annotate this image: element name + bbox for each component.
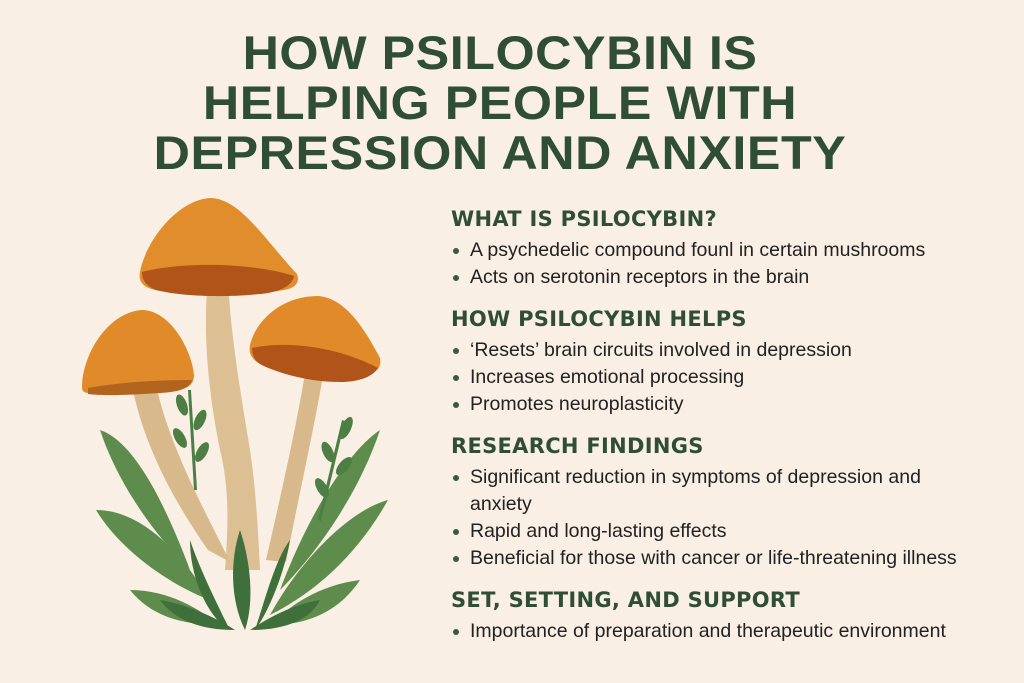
- bullet-icon: [453, 629, 459, 635]
- bullet-icon: [453, 402, 459, 408]
- bullet-text: Rapid and long-lasting effects: [470, 520, 727, 542]
- bullet-icon: [453, 348, 459, 354]
- bullet-item: Acts on serotonin receptors in the brain: [451, 264, 1024, 291]
- bullet-text: Increases emotional processing: [470, 366, 745, 388]
- bullet-item: Promotes neuroplasticity: [451, 391, 1024, 418]
- section-how-psilocybin-helps: HOW PSILOCYBIN HELPS ‘Resets’ brain circ…: [451, 305, 1024, 418]
- bullet-text: Beneficial for those with cancer or life…: [470, 547, 957, 569]
- bullet-icon: [453, 275, 459, 281]
- bullet-item: A psychedelic compound founl in certain …: [451, 237, 1024, 264]
- mushrooms-illustration-icon: [60, 190, 420, 630]
- bullet-item: Rapid and long-lasting effects: [451, 518, 1024, 545]
- bullet-item: ‘Resets’ brain circuits involved in depr…: [451, 337, 1024, 364]
- bullet-icon: [453, 375, 459, 381]
- bullet-icon: [453, 475, 459, 481]
- bullet-item: Beneficial for those with cancer or life…: [451, 545, 1024, 572]
- bullet-item: Importance of preparation and therapeuti…: [451, 618, 1024, 645]
- section-research-findings: RESEARCH FINDINGS Significant reduction …: [451, 432, 1024, 572]
- bullet-icon: [453, 556, 459, 562]
- bullet-text: A psychedelic compound founl in certain …: [470, 239, 926, 261]
- section-heading: WHAT IS PSILOCYBIN?: [451, 207, 717, 231]
- title-line-3: DEPRESSION AND ANXIETY: [153, 126, 847, 179]
- page-title: HOW PSILOCYBIN IS HELPING PEOPLE WITH DE…: [0, 28, 1024, 178]
- section-heading: HOW PSILOCYBIN HELPS: [451, 307, 747, 331]
- bullet-text: Acts on serotonin receptors in the brain: [470, 266, 810, 288]
- section-heading: RESEARCH FINDINGS: [451, 434, 704, 458]
- bullet-text: ‘Resets’ brain circuits involved in depr…: [470, 339, 852, 361]
- title-line-1: HOW PSILOCYBIN IS: [242, 26, 758, 79]
- bullet-item: Increases emotional processing: [451, 364, 1024, 391]
- content-column: WHAT IS PSILOCYBIN? A psychedelic compou…: [451, 205, 1024, 659]
- title-line-2: HELPING PEOPLE WITH: [202, 76, 798, 129]
- bullet-item: Significant reduction in symptoms of dep…: [451, 464, 960, 518]
- bullet-icon: [453, 529, 459, 535]
- bullet-text: Significant reduction in symptoms of dep…: [470, 466, 921, 515]
- section-what-is-psilocybin: WHAT IS PSILOCYBIN? A psychedelic compou…: [451, 205, 1024, 291]
- bullet-icon: [453, 248, 459, 254]
- section-set-setting-support: SET, SETTING, AND SUPPORT Importance of …: [451, 586, 1024, 645]
- bullet-text: Importance of preparation and therapeuti…: [470, 620, 946, 642]
- bullet-text: Promotes neuroplasticity: [470, 393, 684, 415]
- section-heading: SET, SETTING, AND SUPPORT: [451, 588, 801, 612]
